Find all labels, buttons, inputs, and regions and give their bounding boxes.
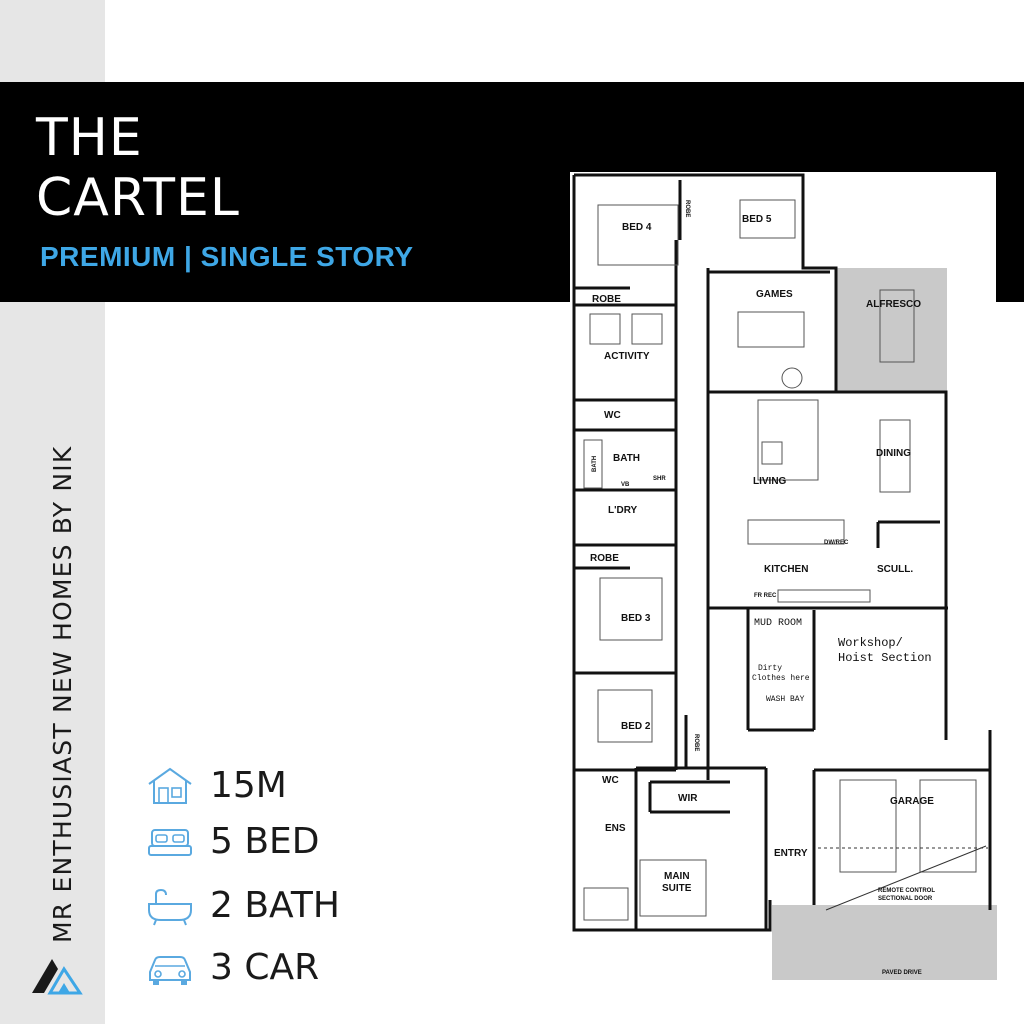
- entry-label: ENTRY: [774, 848, 808, 859]
- alfresco-label: ALFRESCO: [866, 299, 921, 310]
- paved-drive-label: PAVED DRIVE: [882, 970, 922, 976]
- remote-label-line2: SECTIONAL DOOR: [878, 896, 933, 902]
- wir-label: WIR: [678, 793, 698, 804]
- dirty-label-line2: Clothes here: [752, 674, 810, 683]
- activity-label: ACTIVITY: [604, 351, 650, 362]
- bed4-label: BED 4: [622, 222, 652, 233]
- workshop-label-line1: Workshop/: [838, 636, 903, 650]
- page-title-line1: THE: [36, 108, 143, 168]
- spec-bathrooms-text: 2 BATH: [210, 885, 340, 926]
- robe-bed4-label: ROBE: [684, 200, 690, 217]
- bed2-label: BED 2: [621, 721, 651, 732]
- games-label: GAMES: [756, 289, 793, 300]
- frrec-label: FR REC: [754, 593, 777, 599]
- dwrec-label: DW/REC: [824, 540, 849, 546]
- bathtub-icon: [148, 888, 192, 926]
- spec-bedrooms: 5 BED: [146, 820, 466, 864]
- kitchen-label: KITCHEN: [764, 564, 808, 575]
- bed-icon: [148, 829, 192, 856]
- bath-label: BATH: [613, 453, 640, 464]
- page-subtitle: PREMIUM | SINGLE STORY: [40, 241, 414, 272]
- scull-label: SCULL.: [877, 564, 913, 575]
- vb-label: VB: [621, 482, 630, 488]
- house-icon: [148, 767, 192, 804]
- dirty-label-line1: Dirty: [758, 664, 782, 673]
- floor-plan: ROBE BED 4 BED 5 ROBE GAMES ALFRESCO ACT…: [570, 172, 997, 980]
- remote-label-line1: REMOTE CONTROL: [878, 888, 935, 894]
- ens-label: ENS: [605, 823, 626, 834]
- main-suite-label-line1: MAIN: [664, 871, 690, 882]
- robe-bed3-label: ROBE: [590, 553, 619, 564]
- dining-label: DINING: [876, 448, 911, 459]
- spec-bathrooms: 2 BATH: [146, 884, 466, 928]
- paved-drive-area: [772, 905, 997, 980]
- wc1-label: WC: [604, 410, 621, 421]
- main-suite-label-line2: SUITE: [662, 883, 692, 894]
- laundry-label: L'DRY: [608, 505, 638, 516]
- garage-label: GARAGE: [890, 796, 934, 807]
- page-title-line2: CARTEL: [36, 168, 240, 228]
- shr-label: SHR: [653, 476, 666, 482]
- brand-logo-icon: [32, 959, 83, 995]
- wc2-label: WC: [602, 775, 619, 786]
- robe-label: ROBE: [592, 294, 621, 305]
- wash-bay-label: WASH BAY: [766, 695, 805, 704]
- spec-bedrooms-text: 5 BED: [210, 821, 320, 862]
- spec-frontage: 15M: [146, 764, 466, 808]
- car-icon: [149, 956, 191, 985]
- workshop-label-line2: Hoist Section: [838, 651, 932, 665]
- living-label: LIVING: [753, 476, 787, 487]
- mud-room-label: MUD ROOM: [754, 618, 802, 629]
- spec-car: 3 CAR: [146, 946, 466, 990]
- brand-vertical-text: MR ENTHUSIAST NEW HOMES BY NIK: [48, 445, 77, 943]
- bed5-label: BED 5: [742, 214, 772, 225]
- spec-car-text: 3 CAR: [210, 947, 320, 988]
- bath-tub-label: BATH: [592, 456, 598, 472]
- spec-frontage-text: 15M: [210, 765, 287, 806]
- robe-bed2-label: ROBE: [693, 734, 699, 751]
- alfresco-area: [836, 268, 947, 392]
- bed3-label: BED 3: [621, 613, 651, 624]
